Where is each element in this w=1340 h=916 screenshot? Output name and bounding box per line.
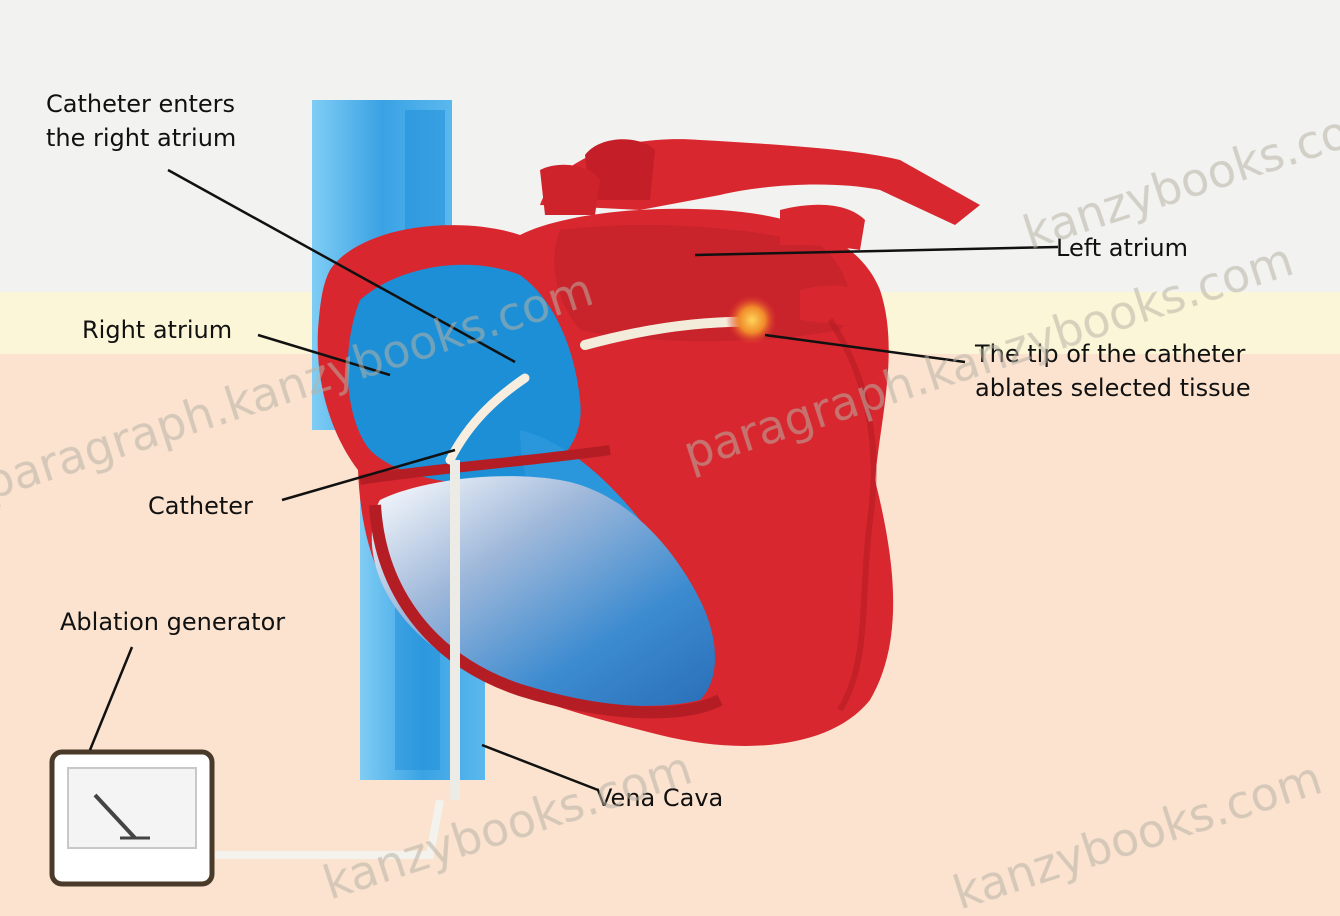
label-right-atrium: Right atrium <box>82 316 232 344</box>
label-tip-ablates-line2: ablates selected tissue <box>975 374 1251 402</box>
label-catheter-enters-line2: the right atrium <box>46 124 236 152</box>
label-ablation-generator: Ablation generator <box>60 608 285 636</box>
label-catheter-enters-line1: Catheter enters <box>46 90 235 118</box>
label-catheter: Catheter <box>148 492 253 520</box>
ablation-generator-device <box>52 752 212 884</box>
